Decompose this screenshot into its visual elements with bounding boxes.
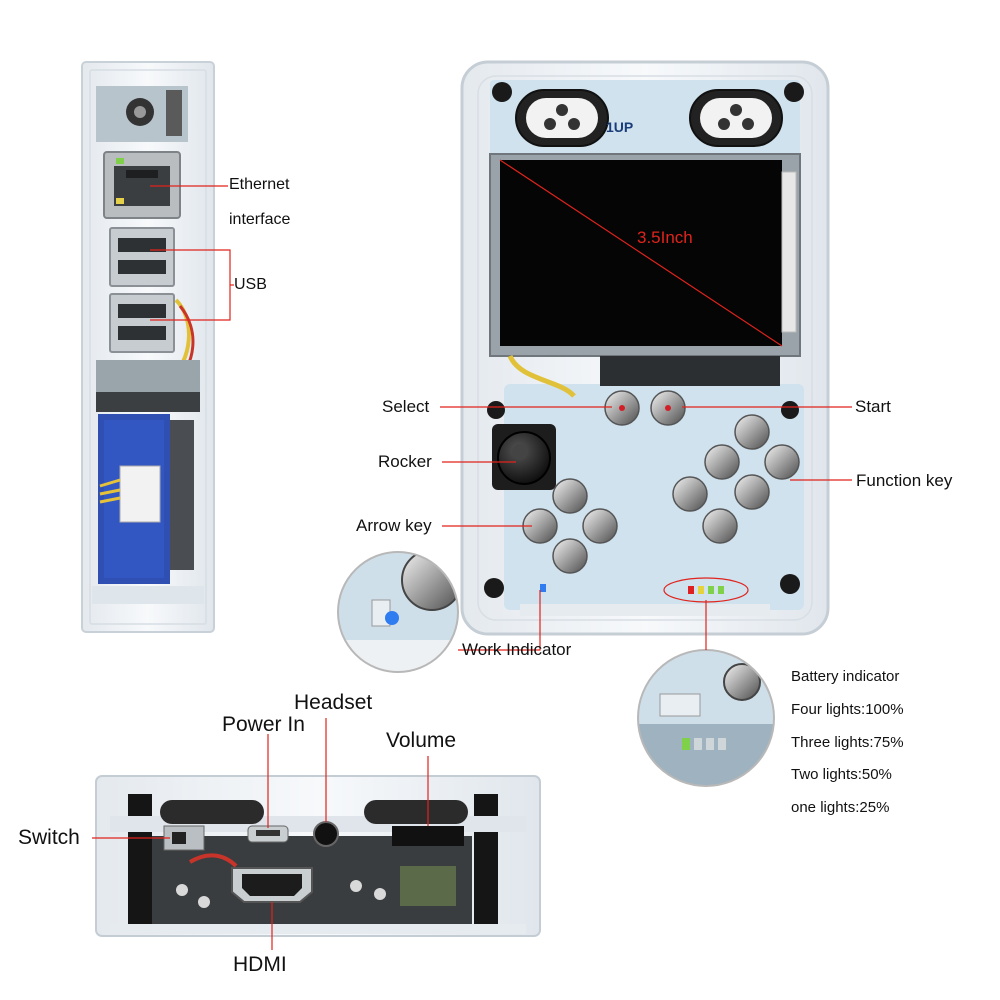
rocker-joystick <box>492 424 556 490</box>
leader-lines <box>92 185 852 950</box>
side-view-device <box>81 61 215 633</box>
select-label: Select <box>382 397 430 416</box>
screen-size-label: 3.5Inch <box>637 228 693 247</box>
start-label: Start <box>855 397 891 416</box>
headset-label: Headset <box>294 691 373 714</box>
battery-level-one: one lights:25% <box>791 799 890 816</box>
work-indicator-zoom <box>337 551 459 673</box>
board-brand-label: 1UP <box>606 119 634 135</box>
battery-indicator-title: Battery indicator <box>791 668 900 685</box>
battery-level-two: Two lights:50% <box>791 766 892 783</box>
ethernet-label-line1: Ethernet <box>229 176 290 193</box>
power-in-label: Power In <box>222 713 305 736</box>
bottom-view-device <box>95 775 541 937</box>
volume-label: Volume <box>386 729 457 752</box>
function-key-label: Function key <box>856 471 953 490</box>
work-indicator-label: Work Indicator <box>462 640 572 659</box>
usb-label: USB <box>234 276 267 293</box>
battery-level-four: Four lights:100% <box>791 701 904 718</box>
hdmi-label: HDMI <box>233 953 287 976</box>
function-key-cluster <box>672 414 800 544</box>
ethernet-label-line2: interface <box>229 211 291 228</box>
switch-label: Switch <box>18 826 80 849</box>
right-speaker <box>689 89 783 147</box>
left-speaker <box>515 89 609 147</box>
screen-diagonal-line <box>499 159 783 347</box>
battery-level-three: Three lights:75% <box>791 734 904 751</box>
rocker-label: Rocker <box>378 452 432 471</box>
front-view-device <box>460 60 830 636</box>
battery-indicator-zoom <box>637 649 775 787</box>
arrow-key-label: Arrow key <box>356 516 432 535</box>
arrow-key-cluster <box>522 478 618 574</box>
select-start-buttons <box>604 390 686 426</box>
leader-line-work-indicator <box>458 590 541 651</box>
